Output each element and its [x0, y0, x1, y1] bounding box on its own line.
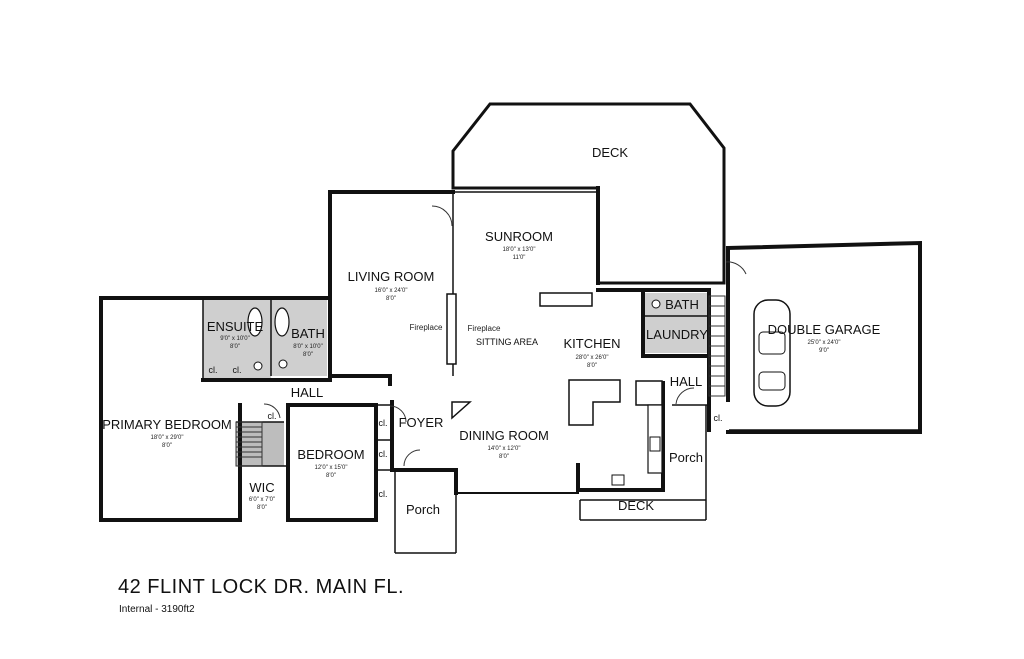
kitchen-counter-top: [539, 292, 593, 307]
sunroom-dim: 18'0" x 13'0": [503, 247, 536, 253]
wic-name: WIC: [249, 480, 274, 495]
wic-ceiling: 8'0": [257, 505, 267, 511]
sunroom-name: SUNROOM: [485, 229, 553, 244]
doors: [263, 205, 747, 467]
bedroom-name: BEDROOM: [297, 447, 364, 462]
bath-name: BATH: [291, 326, 325, 341]
bath-dim: 8'0" x 10'0": [293, 344, 323, 350]
ensuite-name: ENSUITE: [207, 319, 264, 334]
bath2-name: BATH: [665, 297, 699, 312]
closet-label-1: cl.: [209, 365, 218, 375]
primary-bedroom-dim: 18'0" x 29'0": [151, 435, 184, 441]
primary-bedroom-name: PRIMARY BEDROOM: [102, 417, 232, 432]
living-room-name: LIVING ROOM: [348, 269, 435, 284]
hall-left-name: HALL: [291, 385, 324, 400]
deck-bottom-name: DECK: [618, 498, 654, 513]
plan-subtitle: Internal - 3190ft2: [119, 604, 195, 615]
double-garage-dim: 25'0" x 24'0": [808, 340, 841, 346]
closet-label-4: cl.: [379, 418, 388, 428]
closet-label-6: cl.: [379, 489, 388, 499]
bedroom-ceiling: 8'0": [326, 473, 336, 479]
kitchen-island: [568, 379, 621, 426]
wic-dim: 6'0" x 7'0": [249, 497, 275, 503]
kitchen-dim: 28'0" x 26'0": [576, 355, 609, 361]
bath-tub-icon: [274, 307, 290, 337]
double-garage-name: DOUBLE GARAGE: [768, 322, 881, 337]
primary-bedroom-ceiling: 8'0": [162, 443, 172, 449]
kitchen-ceiling: 8'0": [587, 363, 597, 369]
closet-label-5: cl.: [379, 449, 388, 459]
toilet-icon-2: [278, 359, 288, 369]
foyer-mark: [451, 401, 472, 420]
stove-icon: [649, 436, 661, 452]
kitchen-name: KITCHEN: [563, 336, 620, 351]
stairs: [235, 295, 726, 467]
bath2-toilet-icon: [651, 299, 661, 309]
foyer-name: FOYER: [399, 415, 444, 430]
closet-label-7: cl.: [714, 413, 723, 423]
sink-icon: [611, 474, 625, 486]
deck-top-name: DECK: [592, 145, 628, 160]
fireplace-block: [446, 293, 457, 365]
toilet-icon-1: [253, 361, 263, 371]
car-icon: [753, 299, 791, 407]
walls: [99, 186, 922, 522]
sitting-area-name: SITTING AREA: [476, 337, 538, 347]
kitchen-counter-right: [635, 380, 663, 406]
dining-room-dim: 14'0" x 12'0": [488, 446, 521, 452]
hall-right-name: HALL: [670, 374, 703, 389]
ensuite-dim: 9'0" x 10'0": [220, 336, 250, 342]
dining-room-name: DINING ROOM: [459, 428, 549, 443]
sunroom-ceiling: 11'0": [513, 255, 526, 261]
room-labels: DECK SUNROOM 18'0" x 13'0" 11'0" LIVING …: [102, 145, 880, 517]
plan-title: 42 FLINT LOCK DR. MAIN FL.: [118, 576, 405, 598]
dining-room-ceiling: 8'0": [499, 454, 509, 460]
living-room-dim: 16'0" x 24'0": [375, 288, 408, 294]
bath-ceiling: 8'0": [303, 352, 313, 358]
porch-side-name: Porch: [669, 450, 703, 465]
fixtures: [247, 292, 791, 486]
porch-front-name: Porch: [406, 502, 440, 517]
living-room-ceiling: 8'0": [386, 296, 396, 302]
closet-label-2: cl.: [233, 365, 242, 375]
double-garage-ceiling: 9'0": [819, 348, 829, 354]
laundry-name: LAUNDRY: [646, 327, 708, 342]
ensuite-tub-icon: [247, 307, 263, 337]
ensuite-ceiling: 8'0": [230, 344, 240, 350]
fireplace-label-1: Fireplace: [410, 323, 443, 332]
bedroom-dim: 12'0" x 15'0": [315, 465, 348, 471]
deck-top-outline: [451, 102, 726, 285]
closet-label-3: cl.: [268, 411, 277, 421]
fireplace-label-2: Fireplace: [468, 324, 501, 333]
